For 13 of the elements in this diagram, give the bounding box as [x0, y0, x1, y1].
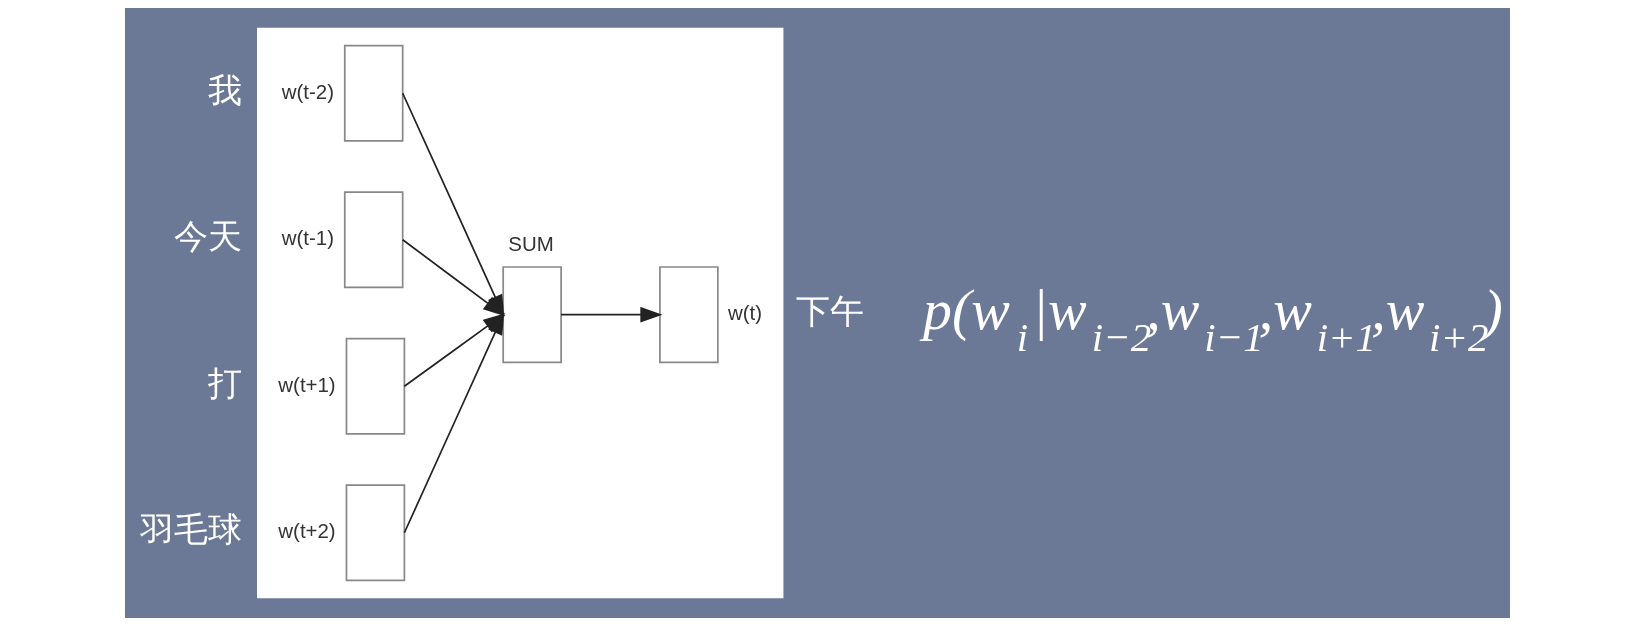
- node-label: 羽毛球: [140, 510, 243, 549]
- arrow: [560, 306, 663, 323]
- node-label: w(t+1): [278, 372, 336, 396]
- node-label: SUM: [508, 231, 554, 255]
- node-label: 打: [208, 363, 243, 402]
- node-label: 下午: [796, 292, 865, 331]
- node-label: w(t+2): [278, 519, 336, 543]
- node-label: 我: [208, 70, 243, 109]
- node-label: 今天: [174, 217, 243, 256]
- cluster: [257, 27, 784, 599]
- node-label: w(t-2): [281, 79, 334, 103]
- node-label: w(t-1): [281, 226, 334, 250]
- node-label: w(t): [728, 300, 763, 324]
